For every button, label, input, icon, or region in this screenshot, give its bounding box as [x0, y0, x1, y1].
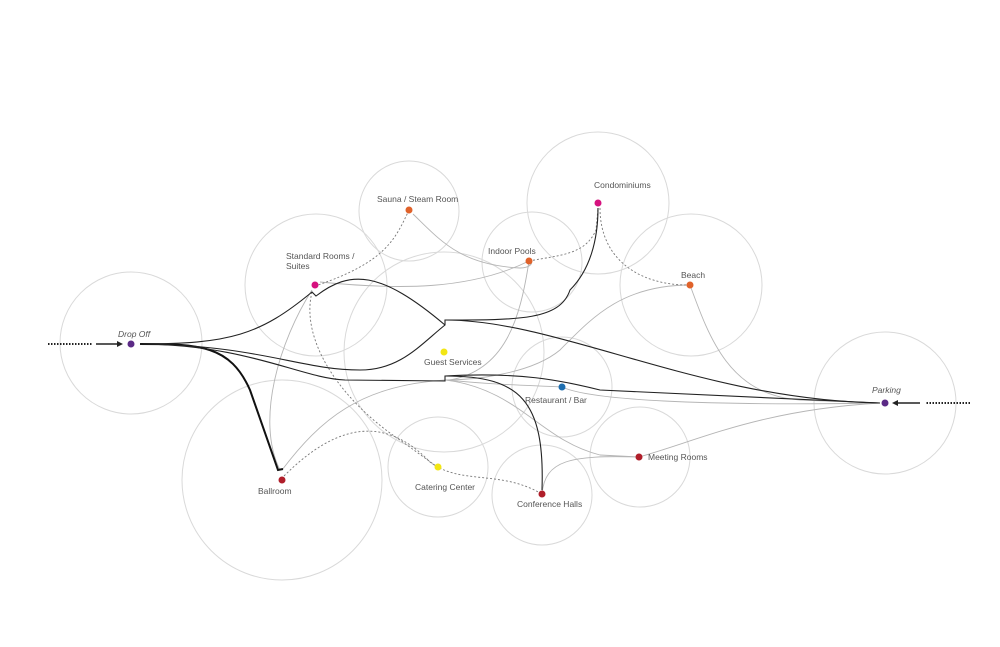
beach-dot — [686, 281, 694, 289]
ballroom-label: Ballroom — [258, 486, 292, 496]
arrow-right-icon — [117, 341, 123, 347]
catering-center-label: Catering Center — [415, 482, 475, 492]
node-guest-services[interactable]: Guest Services — [424, 348, 482, 368]
node-beach[interactable]: Beach — [681, 270, 705, 289]
conference-halls-label: Conference Halls — [517, 499, 582, 509]
node-parking[interactable]: Parking — [872, 385, 901, 407]
standard-rooms-label: Standard Rooms / — [286, 251, 355, 261]
beach-label: Beach — [681, 270, 705, 280]
node-catering-center[interactable]: Catering Center — [415, 463, 475, 493]
conference-halls-dot — [538, 490, 546, 498]
restaurant-bar-dot — [558, 383, 566, 391]
node-meeting-rooms[interactable]: Meeting Rooms — [635, 452, 708, 462]
primary-circulation — [139, 207, 881, 491]
ballroom-dot — [278, 476, 286, 484]
drop-off-dot — [127, 340, 135, 348]
arrow-left-icon — [892, 400, 898, 406]
drop-off-label: Drop Off — [118, 329, 152, 339]
condominiums-dot — [594, 199, 602, 207]
zone-condominiums — [526, 131, 670, 275]
catering-center-dot — [434, 463, 442, 471]
zone-parking — [813, 331, 957, 475]
guest-services-dot — [440, 348, 448, 356]
zone-ballroom — [181, 379, 383, 581]
zone-beach — [619, 213, 763, 357]
guest-services-label: Guest Services — [424, 357, 482, 367]
entry-arrows — [48, 341, 970, 406]
node-conference-halls[interactable]: Conference Halls — [517, 490, 582, 510]
zone-guest-services — [343, 251, 545, 453]
zone-circles — [59, 131, 957, 581]
indoor-pools-dot — [525, 257, 533, 265]
zone-meeting-rooms — [589, 406, 691, 508]
restaurant-bar-label: Restaurant / Bar — [525, 395, 587, 405]
standard-rooms-dot — [311, 281, 319, 289]
light-connections — [269, 213, 881, 495]
node-drop-off[interactable]: Drop Off — [118, 329, 152, 348]
parking-dot — [881, 399, 889, 407]
standard-rooms-label-line2: Suites — [286, 261, 310, 271]
indoor-pools-label: Indoor Pools — [488, 246, 536, 256]
zone-catering-center — [387, 416, 489, 518]
parking-label: Parking — [872, 385, 901, 395]
dashed-connections — [283, 207, 689, 494]
sauna-dot — [405, 206, 413, 214]
node-sauna[interactable]: Sauna / Steam Room — [377, 194, 458, 214]
zone-restaurant-bar — [511, 336, 613, 438]
meeting-rooms-dot — [635, 453, 643, 461]
node-standard-rooms[interactable]: Standard Rooms / Suites — [286, 251, 355, 289]
node-condominiums[interactable]: Condominiums — [594, 180, 651, 207]
zone-sauna — [358, 160, 460, 262]
sauna-label: Sauna / Steam Room — [377, 194, 458, 204]
zone-conference-halls — [491, 444, 593, 546]
condominiums-label: Condominiums — [594, 180, 651, 190]
node-ballroom[interactable]: Ballroom — [258, 476, 292, 497]
zone-standard-rooms — [244, 213, 388, 357]
node-restaurant-bar[interactable]: Restaurant / Bar — [525, 383, 587, 406]
meeting-rooms-label: Meeting Rooms — [648, 452, 708, 462]
node-indoor-pools[interactable]: Indoor Pools — [488, 246, 536, 265]
